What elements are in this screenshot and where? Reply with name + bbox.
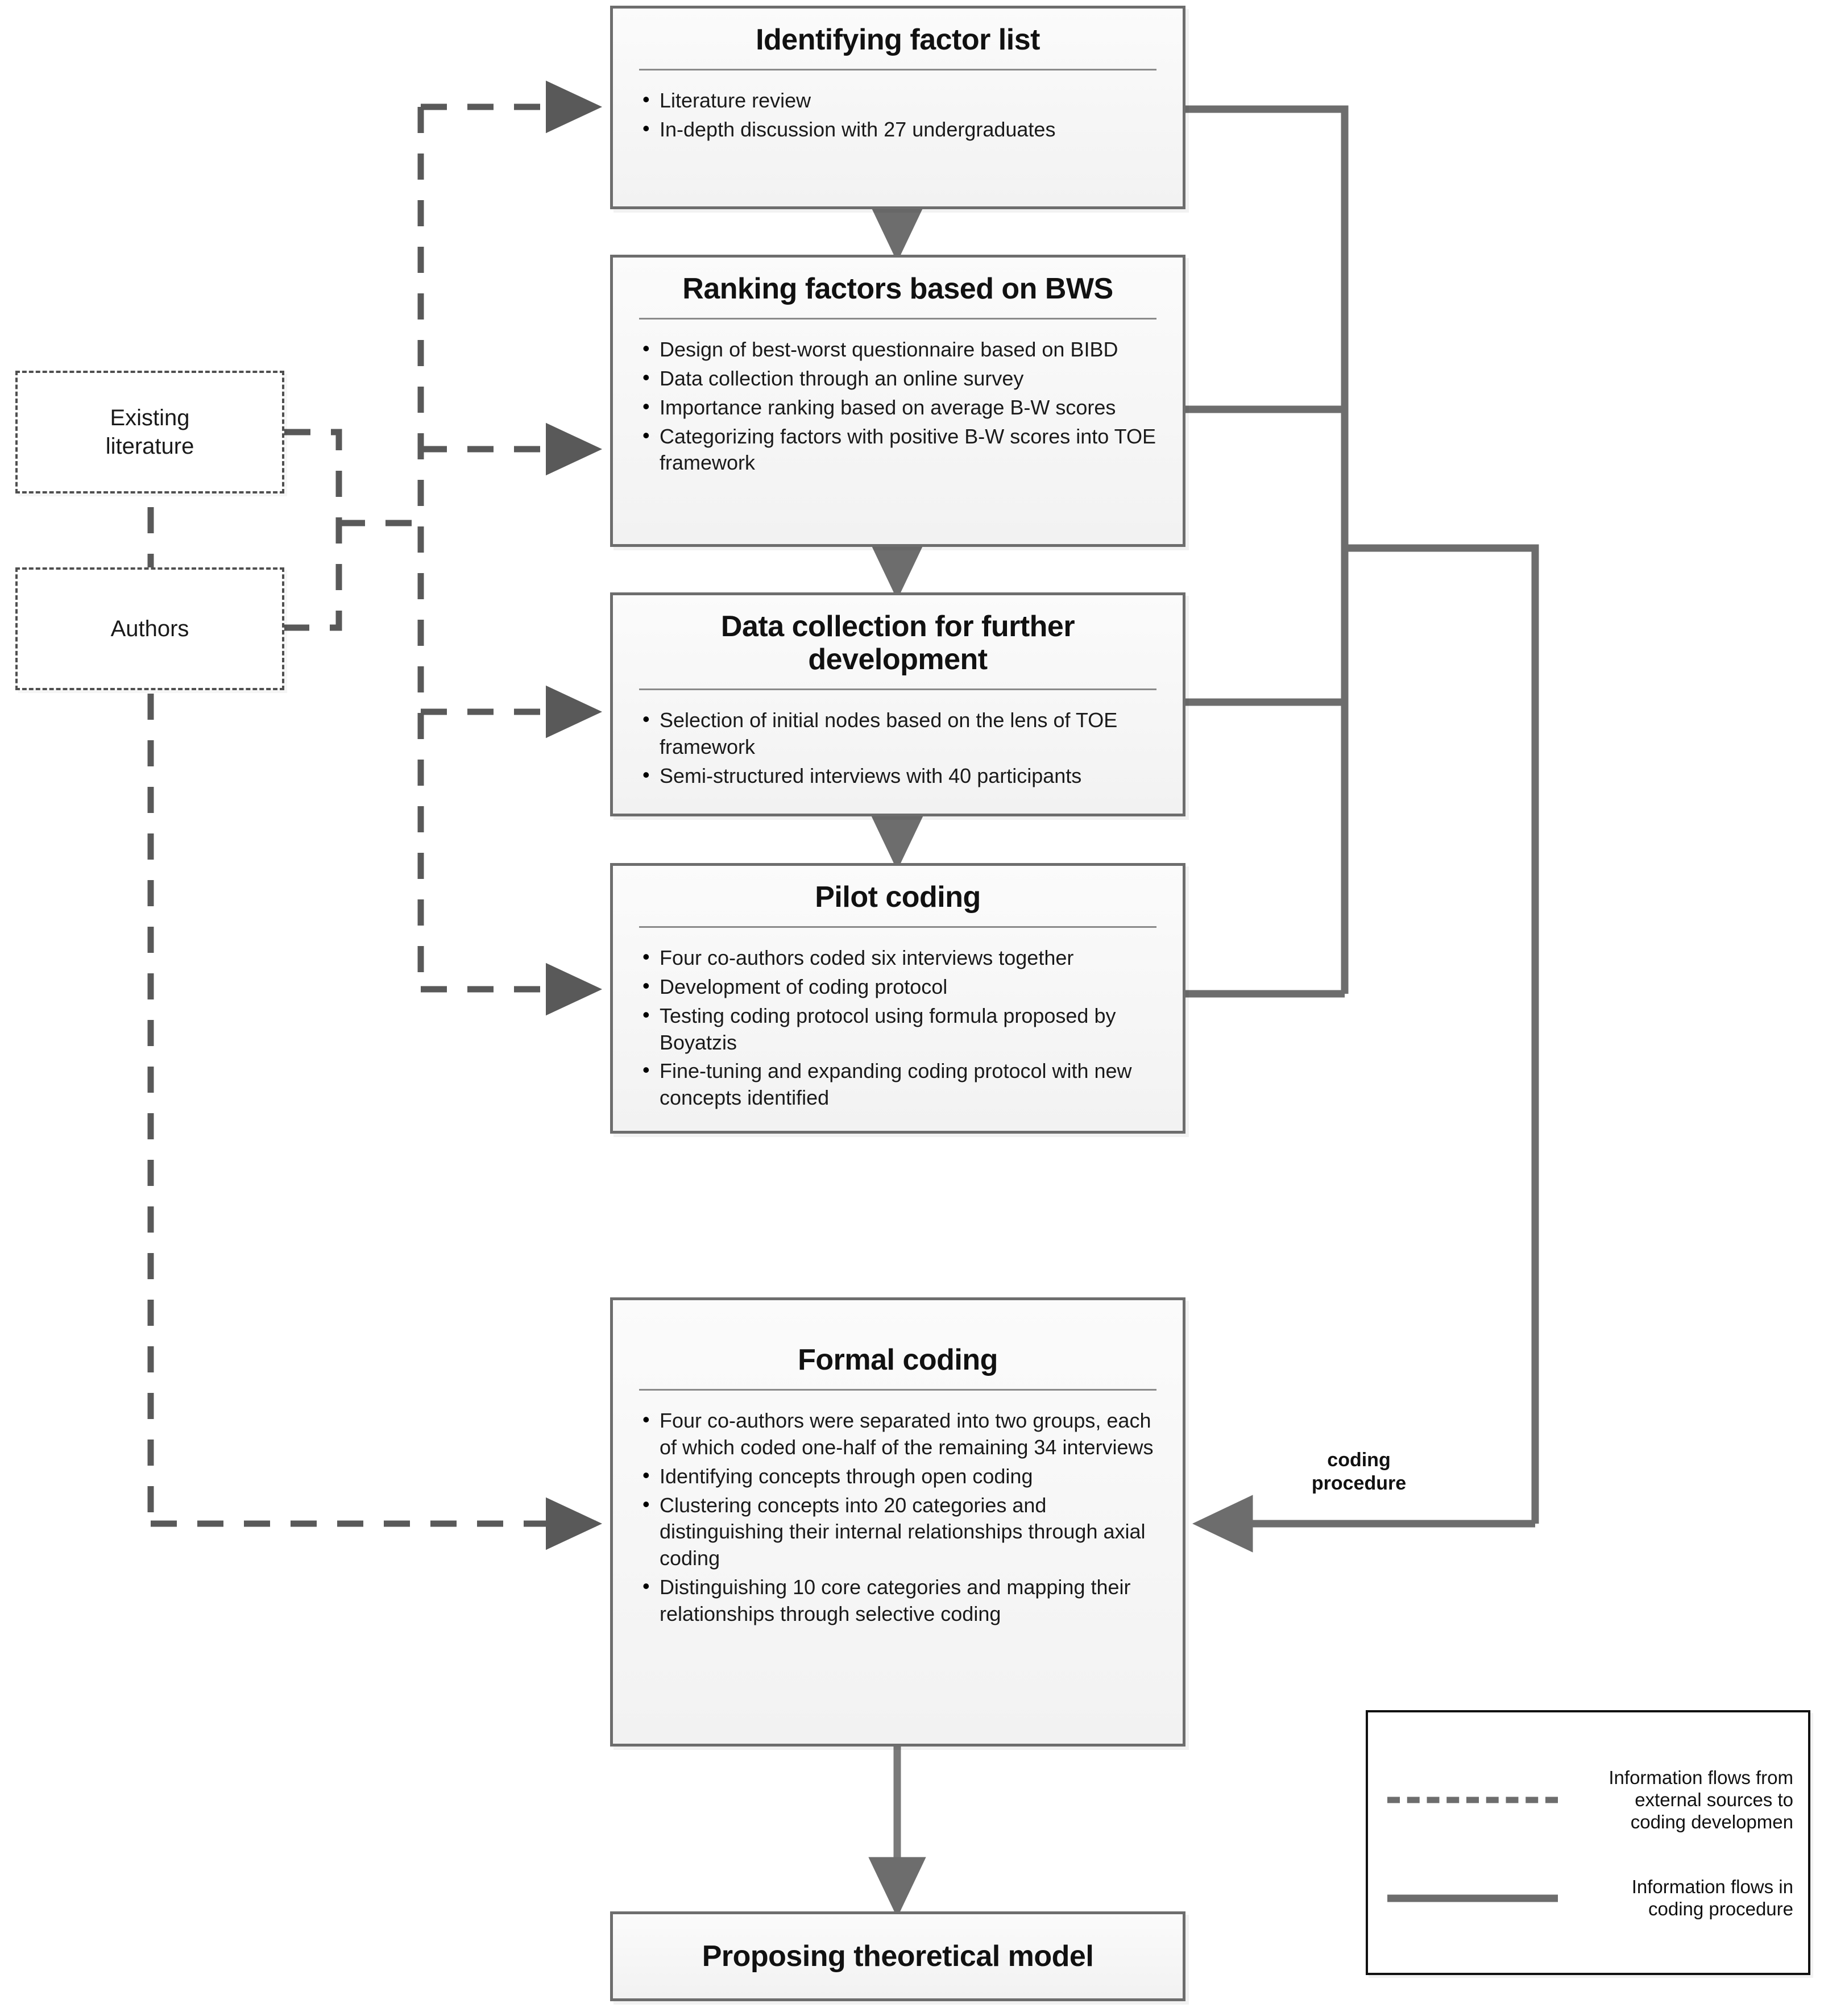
title-divider <box>639 688 1156 691</box>
bullet-list: Literature review In-depth discussion wi… <box>613 70 1183 143</box>
legend-item-dashed: Information flows from external sources … <box>1387 1767 1793 1834</box>
bullet-item: In-depth discussion with 27 undergraduat… <box>642 115 1163 143</box>
edge-label-coding-procedure: coding procedure <box>1311 1449 1407 1494</box>
source-box-label: Existing literature <box>105 405 194 459</box>
bullet-item: Four co-authors coded six interviews tog… <box>642 944 1163 972</box>
box-title: Identifying factor list <box>756 23 1040 56</box>
bullet-item: Design of best-worst questionnaire based… <box>642 335 1163 363</box>
bullet-item: Four co-authors were separated into two … <box>642 1407 1163 1461</box>
dashed-line-swatch <box>1387 1789 1558 1811</box>
legend-item-label: Information flows in coding procedure <box>1631 1876 1793 1919</box>
process-box-formal-coding[interactable]: Formal coding Four co-authors were separ… <box>610 1297 1185 1747</box>
coding-procedure-wires <box>1185 105 1539 1524</box>
bullet-item: Development of coding protocol <box>642 973 1163 1001</box>
title-divider <box>639 1389 1156 1391</box>
bullet-list: Four co-authors were separated into two … <box>613 1391 1183 1627</box>
bullet-list: Four co-authors coded six interviews tog… <box>613 928 1183 1111</box>
process-box-ranking-factors-bws[interactable]: Ranking factors based on BWS Design of b… <box>610 255 1185 547</box>
box-title: Data collection for further development <box>720 610 1075 677</box>
process-box-pilot-coding[interactable]: Pilot coding Four co-authors coded six i… <box>610 863 1185 1134</box>
legend-box: Information flows from external sources … <box>1366 1710 1810 1975</box>
source-box-existing-literature[interactable]: Existing literature <box>15 371 284 493</box>
source-box-label: Authors <box>110 616 189 641</box>
process-box-data-collection-further-development[interactable]: Data collection for further development … <box>610 592 1185 816</box>
bullet-item: Identifying concepts through open coding <box>642 1462 1163 1490</box>
legend-item-label: Information flows from external sources … <box>1609 1767 1793 1832</box>
title-divider <box>639 926 1156 928</box>
process-box-proposing-theoretical-model[interactable]: Proposing theoretical model <box>610 1911 1185 2001</box>
bullet-item: Fine-tuning and expanding coding protoco… <box>642 1057 1163 1111</box>
bullet-item: Literature review <box>642 86 1163 114</box>
solid-line-swatch <box>1387 1887 1558 1910</box>
box-title: Proposing theoretical model <box>702 1939 1094 1973</box>
external-source-branches <box>151 80 602 1550</box>
bullet-item: Distinguishing 10 core categories and ma… <box>642 1573 1163 1628</box>
title-divider <box>639 318 1156 320</box>
external-source-wires <box>147 107 424 1524</box>
bullet-item: Semi-structured interviews with 40 parti… <box>642 762 1163 790</box>
box-title: Ranking factors based on BWS <box>682 272 1113 305</box>
bullet-item: Importance ranking based on average B-W … <box>642 393 1163 421</box>
bullet-item: Selection of initial nodes based on the … <box>642 706 1163 761</box>
source-box-authors[interactable]: Authors <box>15 567 284 690</box>
bullet-item: Data collection through an online survey <box>642 364 1163 392</box>
box-title: Formal coding <box>798 1343 998 1376</box>
bullet-item: Clustering concepts into 20 categories a… <box>642 1491 1163 1572</box>
bullet-list: Selection of initial nodes based on the … <box>613 690 1183 789</box>
bullet-list: Design of best-worst questionnaire based… <box>613 320 1183 476</box>
bullet-item: Testing coding protocol using formula pr… <box>642 1002 1163 1056</box>
bullet-item: Categorizing factors with positive B-W s… <box>642 422 1163 477</box>
title-divider <box>639 69 1156 71</box>
legend-item-solid: Information flows in coding procedure <box>1387 1876 1793 1920</box>
box-title: Pilot coding <box>815 881 981 914</box>
process-box-identifying-factor-list[interactable]: Identifying factor list Literature revie… <box>610 6 1185 209</box>
